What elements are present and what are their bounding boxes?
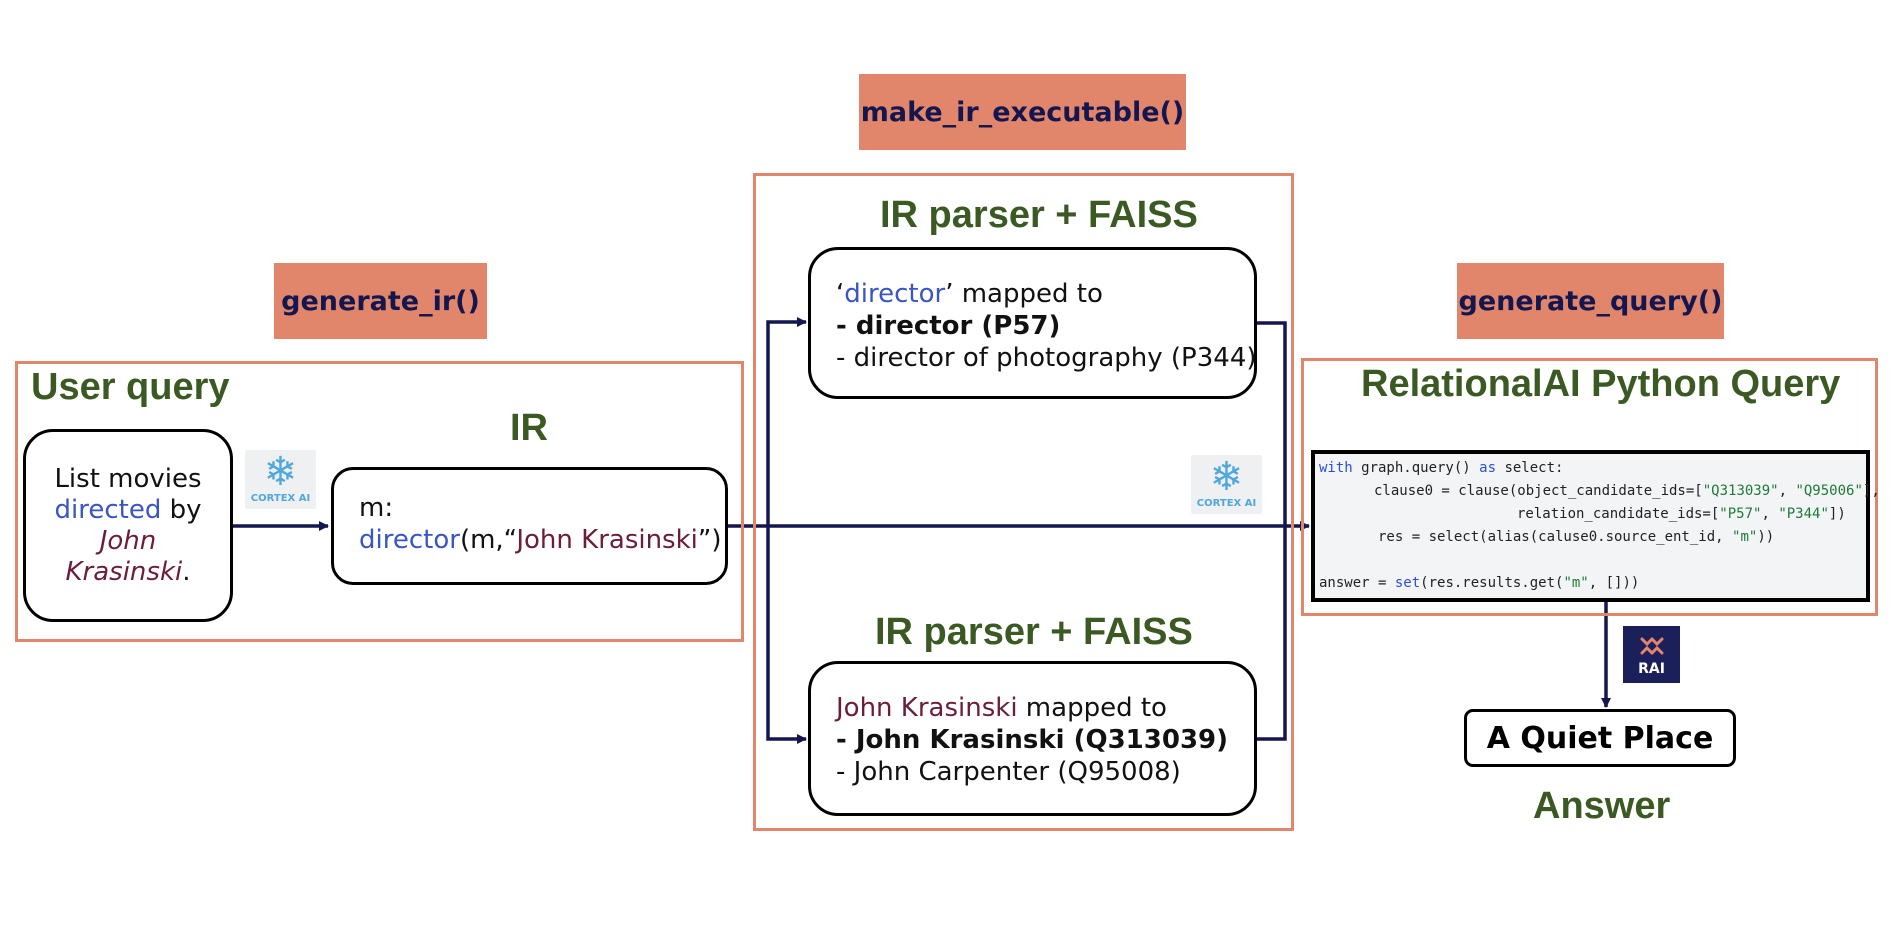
code-string: "m" [1732,529,1758,545]
parser-top-line1: ‘director’ mapped to [836,278,1254,310]
user-query-frame [15,361,744,642]
arrow-branch-bottom [766,526,807,744]
ir-fn: director [359,525,460,555]
code-line-4: res = select(alias(caluse0.source_ent_id… [1378,529,1774,545]
snowflake-icon: ❄ [1209,454,1244,500]
word-directed: directed [54,495,162,525]
parser-bottom-option-2: - John Carpenter (Q95008) [836,757,1181,787]
user-query-line4: Krasinski. [26,557,230,588]
rai-logo: RAI [1623,626,1680,683]
quote-open: ‘ [836,279,845,309]
code-keyword: with [1319,460,1353,476]
query-title: RelationalAI Python Query [1361,363,1841,405]
code-text: , [1761,506,1779,522]
parser-bottom-line1: John Krasinski mapped to [836,692,1254,724]
cortex-ai-logo-left: ❄ CORTEX AI [245,450,316,509]
cortex-ai-text: CORTEX AI [250,493,311,504]
code-text: (res.results.get( [1420,575,1564,591]
code-string: "P57" [1719,506,1762,522]
word-period: . [182,557,191,587]
arrow-branch-top [766,317,807,526]
parser-top-rest: ’ mapped to [945,279,1103,309]
make-ir-executable-label: make_ir_executable() [859,74,1186,150]
generate-query-frame [1301,358,1878,616]
code-text: , [1778,483,1796,499]
parser-top-option-1: - director (P57) [836,311,1061,341]
parser-bottom-option-1: - John Krasinski (Q313039) [836,725,1229,755]
cortex-ai-logo-right: ❄ CORTEX AI [1191,455,1262,514]
answer-title: Answer [1533,785,1671,827]
code-text: res = select(alias(caluse0.source_ent_id… [1378,529,1733,545]
word-krasinski: Krasinski [65,557,183,587]
code-text: select: [1496,460,1564,476]
user-query-line2: directed by [26,495,230,526]
code-text: graph.query() [1352,460,1480,476]
rai-mark-icon [1640,637,1664,655]
code-string: "P344" [1778,506,1829,522]
code-line-1: with graph.query() as select: [1319,460,1563,476]
line-bottom-merge [1257,526,1287,741]
python-query-code: with graph.query() as select: clause0 = … [1311,450,1880,602]
cortex-ai-text: CORTEX AI [1196,498,1257,509]
ir-line2: director(m,“John Krasinski”) [359,524,725,556]
word-by: by [169,495,202,525]
ir-close: ”) [697,525,722,555]
code-text: ]) [1828,506,1846,522]
rai-text: RAI [1638,661,1665,677]
code-text: relation_candidate_ids=[ [1517,506,1720,522]
code-text: , [])) [1588,575,1640,591]
user-query-title: User query [31,366,230,408]
code-string: "Q95006" [1795,483,1863,499]
parser-bottom-title: IR parser + FAISS [875,611,1193,653]
snowflake-icon: ❄ [263,449,298,495]
code-keyword: as [1479,460,1497,476]
generate-ir-label: generate_ir() [274,263,487,339]
user-query-line1: List movies [54,464,202,494]
parser-top-box: ‘director’ mapped to - director (P57) - … [808,247,1257,399]
parser-top-word: director [844,279,946,309]
ir-title: IR [510,407,548,449]
word-john: John [99,526,157,556]
code-string: "Q313039" [1702,483,1779,499]
line-top-merge [1257,321,1287,526]
code-text: ], [1862,483,1880,499]
parser-top-option-2: - director of photography (P344) [836,343,1257,373]
code-keyword: set [1394,575,1421,591]
parser-bottom-rest: mapped to [1017,693,1167,723]
answer-box: A Quiet Place [1464,709,1736,767]
user-query-box: List movies directed by John Krasinski. [23,429,233,622]
code-text: answer = [1319,575,1395,591]
ir-open: (m,“ [459,525,517,555]
code-text: )) [1757,529,1775,545]
ir-name: John Krasinski [516,525,698,555]
code-string: "m" [1563,575,1589,591]
parser-bottom-box: John Krasinski mapped to - John Krasinsk… [808,661,1257,816]
parser-top-title: IR parser + FAISS [880,194,1198,236]
code-line-3: relation_candidate_ids=["P57", "P344"]) [1517,506,1846,522]
ir-box: m: director(m,“John Krasinski”) [331,467,728,585]
ir-line1: m: [359,493,394,523]
code-text: clause0 = clause(object_candidate_ids=[ [1374,483,1703,499]
code-line-5: answer = set(res.results.get("m", [])) [1319,575,1639,591]
generate-query-label: generate_query() [1457,263,1724,339]
parser-bottom-word: John Krasinski [836,693,1018,723]
make-ir-frame [753,173,1294,831]
code-line-2: clause0 = clause(object_candidate_ids=["… [1374,483,1880,499]
